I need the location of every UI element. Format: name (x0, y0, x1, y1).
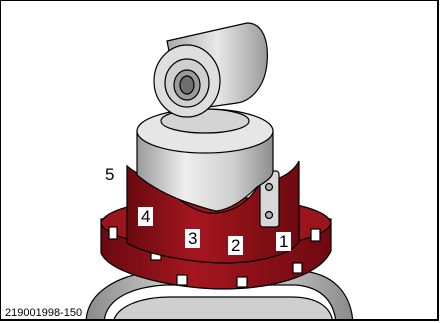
callout-label-4: 4 (138, 207, 153, 226)
figure-code: 219001998-150 (5, 307, 82, 319)
callout-label-1: 1 (276, 232, 291, 251)
callout-label-5: 5 (105, 166, 114, 183)
callout-label-3: 3 (185, 229, 200, 248)
top-eyelet (154, 23, 267, 117)
callout-label-2: 2 (228, 236, 243, 255)
